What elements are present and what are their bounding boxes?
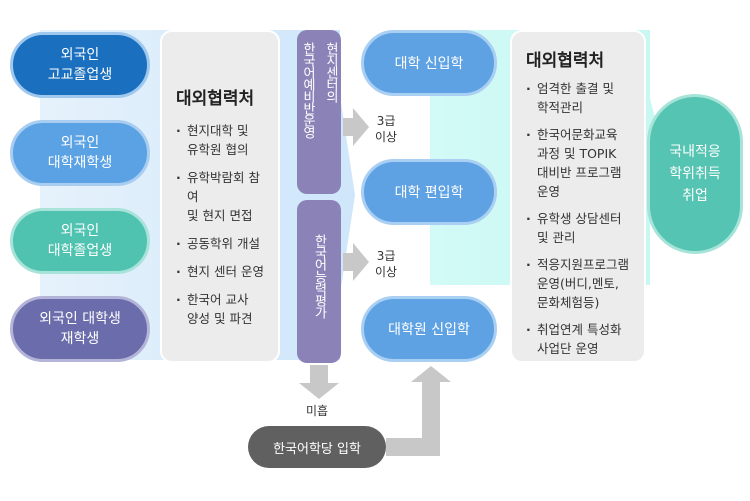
admission-undergrad-transfer: 대학 편입학 [361,159,497,225]
source-university-graduates: 외국인 대학졸업생 [10,208,150,274]
grade-label-top: 3급 이상 [375,114,398,144]
fail-label: 미흡 [306,404,329,418]
partner-panel-left: 대외협력처 현지대학 및 유학원 협의 유학박람회 참여 및 현지 면접 공동학… [160,30,280,363]
arrow-top-shaft [343,118,353,136]
list-item: 현지 센터 운영 [176,262,268,281]
source-enrolled-students: 외국인 대학생 재학생 [10,296,150,362]
admission-undergrad-freshman: 대학 신입학 [361,30,497,96]
admission-graduate: 대학원 신입학 [361,296,497,362]
partner-left-title: 대외협력처 [176,89,255,109]
return-arrow-vertical [422,382,440,456]
list-item: 엄격한 출결 및 학적관리 [526,79,634,117]
list-item: 현지대학 및 유학원 협의 [176,121,268,159]
list-item: 취업연계 특성화 사업단 운영 [526,320,634,358]
korean-proficiency-bar: 한국어능력평가 [297,200,341,363]
list-item: 유학생 상담센터 및 관리 [526,209,634,247]
list-item: 유학박람회 참여 및 현지 면접 [176,168,268,225]
partner-right-title: 대외협력처 [526,51,605,71]
arrow-bottom-shaft [343,253,353,271]
list-item: 한국어문화교육 과정 및 TOPIK 대비반 프로그램 운영 [526,125,634,201]
source-university-students: 외국인 대학재학생 [10,120,150,186]
final-outcome: 국내적응 학위취득 취업 [647,94,743,254]
grade-label-bottom: 3급 이상 [375,249,398,279]
list-item: 공동학위 개설 [176,234,268,253]
source-high-school-graduates: 외국인 고교졸업생 [10,32,150,98]
arrow-right-icon [353,243,369,281]
partner-panel-right: 대외협력처 엄격한 출결 및 학적관리 한국어문화교육 과정 및 TOPIK 대… [510,30,646,363]
bar-bottom-text: 한국어능력평가 [311,234,327,318]
arrow-right-icon [353,108,369,146]
list-item: 한국어 교사 양성 및 파견 [176,290,268,328]
arrow-up-icon [411,366,451,382]
arrow-down-shaft [310,365,328,383]
bar-top-text-2: 현지센터의 [323,42,338,102]
partner-left-list: 현지대학 및 유학원 협의 유학박람회 참여 및 현지 면접 공동학위 개설 현… [176,121,268,328]
partner-right-list: 엄격한 출결 및 학적관리 한국어문화교육 과정 및 TOPIK 대비반 프로그… [526,79,634,358]
language-school-admission: 한국어학당 입학 [248,426,386,468]
arrow-down-icon [299,383,339,399]
korean-prep-course-bar: 한국어예비반운영 현지센터의 [297,30,341,194]
bar-top-text-1: 한국어예비반운영 [300,42,315,138]
list-item: 적응지원프로그램 운영(버디,멘토, 문화체험등) [526,255,634,312]
